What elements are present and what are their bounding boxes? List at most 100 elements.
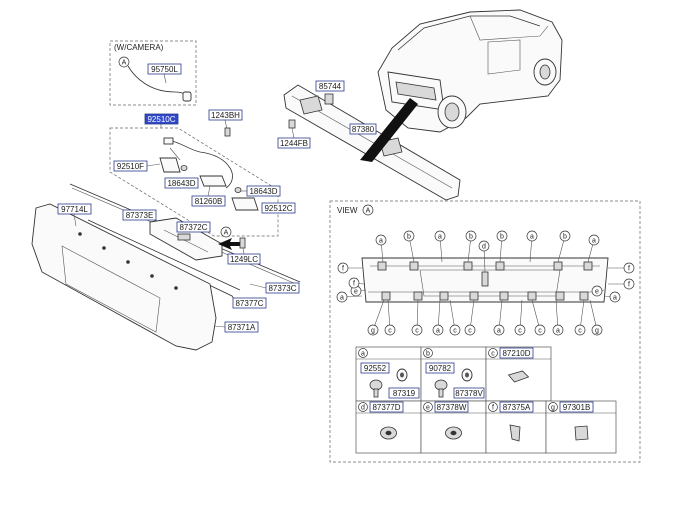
camera-connector xyxy=(182,91,192,102)
bracket-arrow xyxy=(218,238,240,250)
view-callout-g: g xyxy=(589,299,603,336)
legend-label-87377D[interactable]: 87377D xyxy=(369,401,404,413)
legend-label-87319[interactable]: 87319 xyxy=(388,387,420,399)
fastener-callout-a[interactable]: A xyxy=(220,226,232,238)
lamp-lens-92512C xyxy=(231,197,259,211)
svg-text:b: b xyxy=(563,234,567,241)
label-87373E[interactable]: 87373E xyxy=(122,209,157,221)
label-87371A[interactable]: 87371A xyxy=(224,321,259,333)
svg-text:92512C: 92512C xyxy=(264,204,292,213)
legend-part-icon xyxy=(507,370,530,383)
legend-label-87378V[interactable]: 87378V xyxy=(453,387,485,399)
screw-1244FB xyxy=(288,119,296,129)
legend-label-87210D[interactable]: 87210D xyxy=(499,347,534,359)
view-callout-f: f xyxy=(348,277,365,289)
lamp-connector xyxy=(163,137,174,145)
label-87380[interactable]: 87380 xyxy=(349,123,377,135)
svg-text:1249LC: 1249LC xyxy=(230,255,258,264)
svg-text:d: d xyxy=(482,244,486,251)
svg-text:87371A: 87371A xyxy=(228,323,256,332)
legend-label-87375A[interactable]: 87375A xyxy=(499,401,534,413)
svg-text:f: f xyxy=(342,266,344,273)
label-92510C[interactable]: 92510C xyxy=(144,113,179,125)
svg-text:e: e xyxy=(354,289,358,296)
svg-text:a: a xyxy=(436,328,440,335)
svg-text:c: c xyxy=(453,328,457,335)
clip-85744 xyxy=(324,93,334,105)
label-97714L[interactable]: 97714L xyxy=(57,203,92,215)
legend-cell-e: e 87378W xyxy=(420,400,487,454)
svg-text:a: a xyxy=(497,328,501,335)
svg-text:f: f xyxy=(628,266,630,273)
svg-text:81260B: 81260B xyxy=(195,197,223,206)
view-callout-c: c xyxy=(514,299,526,336)
label-95750L[interactable]: 95750L xyxy=(147,63,182,75)
view-callout-b: b xyxy=(403,230,415,263)
svg-text:b: b xyxy=(426,351,430,358)
legend-part-icon xyxy=(445,426,462,440)
legend-part-icon xyxy=(574,425,589,441)
label-18643D-right[interactable]: 18643D xyxy=(246,185,281,197)
svg-text:e: e xyxy=(426,405,430,412)
camera-callout-a[interactable]: A xyxy=(118,56,130,68)
legend-label-97301B[interactable]: 97301B xyxy=(559,401,594,413)
lamp-lens-92510F xyxy=(159,157,181,173)
view-callout-c: c xyxy=(411,299,423,336)
svg-text:95750L: 95750L xyxy=(151,65,178,74)
label-81260B[interactable]: 81260B xyxy=(191,195,226,207)
svg-text:b: b xyxy=(469,234,473,241)
view-callout-b: b xyxy=(557,230,571,263)
bulb-right xyxy=(234,187,242,193)
view-callout-d: d xyxy=(478,240,490,273)
svg-text:a: a xyxy=(361,351,365,358)
svg-text:87373E: 87373E xyxy=(126,211,154,220)
legend-part-icon xyxy=(369,368,408,398)
garnish-panel-87371A xyxy=(31,203,217,351)
label-92512C[interactable]: 92512C xyxy=(261,202,296,214)
svg-text:97301B: 97301B xyxy=(563,403,591,412)
label-18643D-left[interactable]: 18643D xyxy=(164,177,199,189)
label-1244FB[interactable]: 1244FB xyxy=(277,137,311,149)
lamp-wiring xyxy=(167,139,233,189)
legend-part-icon xyxy=(434,368,473,398)
svg-text:1243BH: 1243BH xyxy=(211,111,240,120)
label-1249LC[interactable]: 1249LC xyxy=(227,253,261,265)
panel-mounting-holes xyxy=(78,232,178,290)
view-callout-a: a xyxy=(526,230,538,263)
strip-87373C xyxy=(87,219,241,291)
svg-text:a: a xyxy=(438,234,442,241)
legend-label-92552[interactable]: 92552 xyxy=(360,362,390,374)
legend-label-87378W[interactable]: 87378W xyxy=(434,401,469,413)
view-callout-e: e xyxy=(591,285,605,297)
label-1243BH[interactable]: 1243BH xyxy=(208,109,243,121)
label-87377C[interactable]: 87377C xyxy=(232,297,267,309)
view-callout-b: b xyxy=(465,230,477,263)
label-92510F[interactable]: 92510F xyxy=(113,160,148,172)
svg-text:c: c xyxy=(468,328,472,335)
lamp-group-box xyxy=(109,127,279,237)
svg-text:g: g xyxy=(551,405,555,412)
view-callout-c: c xyxy=(531,299,546,336)
label-87372C[interactable]: 87372C xyxy=(176,221,211,233)
svg-text:f: f xyxy=(628,282,630,289)
reinforcement-87380 xyxy=(283,84,461,201)
svg-text:a: a xyxy=(530,234,534,241)
svg-text:a: a xyxy=(592,238,596,245)
svg-text:87319: 87319 xyxy=(393,389,416,398)
view-callout-a: a xyxy=(336,291,363,303)
legend-label-90782[interactable]: 90782 xyxy=(425,362,455,374)
svg-text:f: f xyxy=(353,281,355,288)
svg-text:e: e xyxy=(595,289,599,296)
svg-text:a: a xyxy=(379,238,383,245)
label-87373C[interactable]: 87373C xyxy=(265,282,300,294)
svg-text:87377D: 87377D xyxy=(372,403,400,412)
label-85744[interactable]: 85744 xyxy=(315,80,345,92)
legend-cell-b: b 90782 87378V xyxy=(420,346,487,402)
view-callout-a: a xyxy=(432,299,444,336)
legend-cell-a: a 92552 87319 xyxy=(355,346,422,402)
legend-part-icon xyxy=(509,424,521,442)
